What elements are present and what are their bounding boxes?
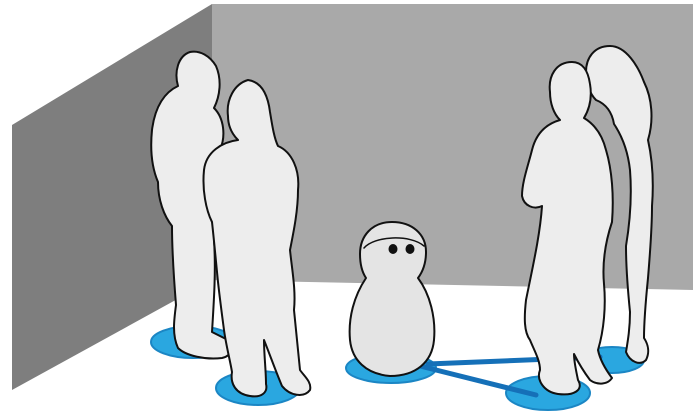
robot-left-eye <box>389 244 398 254</box>
robot <box>350 222 435 376</box>
robot-right-eye <box>406 244 415 254</box>
